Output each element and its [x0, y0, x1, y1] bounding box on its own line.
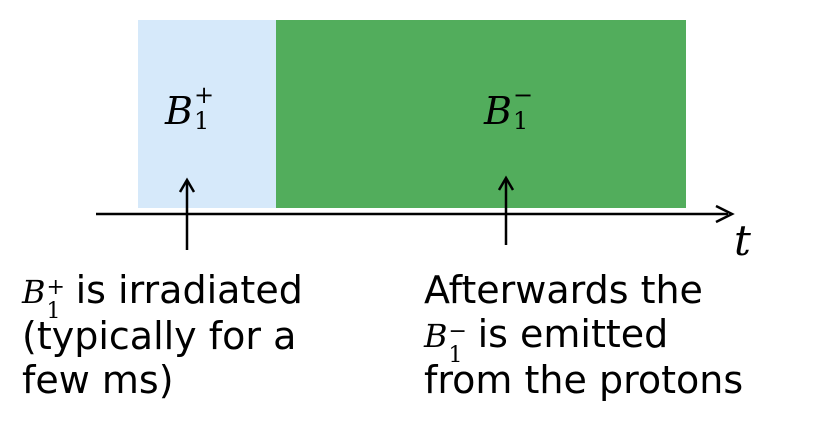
left-pointer-arrowhead: [178, 177, 196, 193]
b1-minus-block-label: B−1: [484, 81, 534, 135]
time-axis-label: t: [734, 216, 751, 265]
right-caption: Afterwards the B−1 is emitted from the p…: [424, 268, 743, 402]
right-caption-line1: Afterwards the: [424, 268, 703, 312]
b1-minus-signal-block: [276, 20, 686, 208]
b1-plus-block-label: B+1: [165, 81, 215, 135]
right-caption-line2: B−1 is emitted: [424, 312, 669, 368]
left-caption-line3: few ms): [22, 358, 174, 402]
time-axis-arrowhead: [715, 204, 735, 224]
b1-plus-pulse-block: [138, 20, 276, 208]
left-caption-line2: (typically for a: [22, 314, 297, 358]
left-caption-line1: B+1 is irradiated: [22, 268, 303, 324]
right-caption-line3: from the protons: [424, 358, 744, 402]
left-caption: B+1 is irradiated (typically for a few m…: [22, 268, 303, 402]
right-pointer-arrowhead: [497, 175, 515, 191]
